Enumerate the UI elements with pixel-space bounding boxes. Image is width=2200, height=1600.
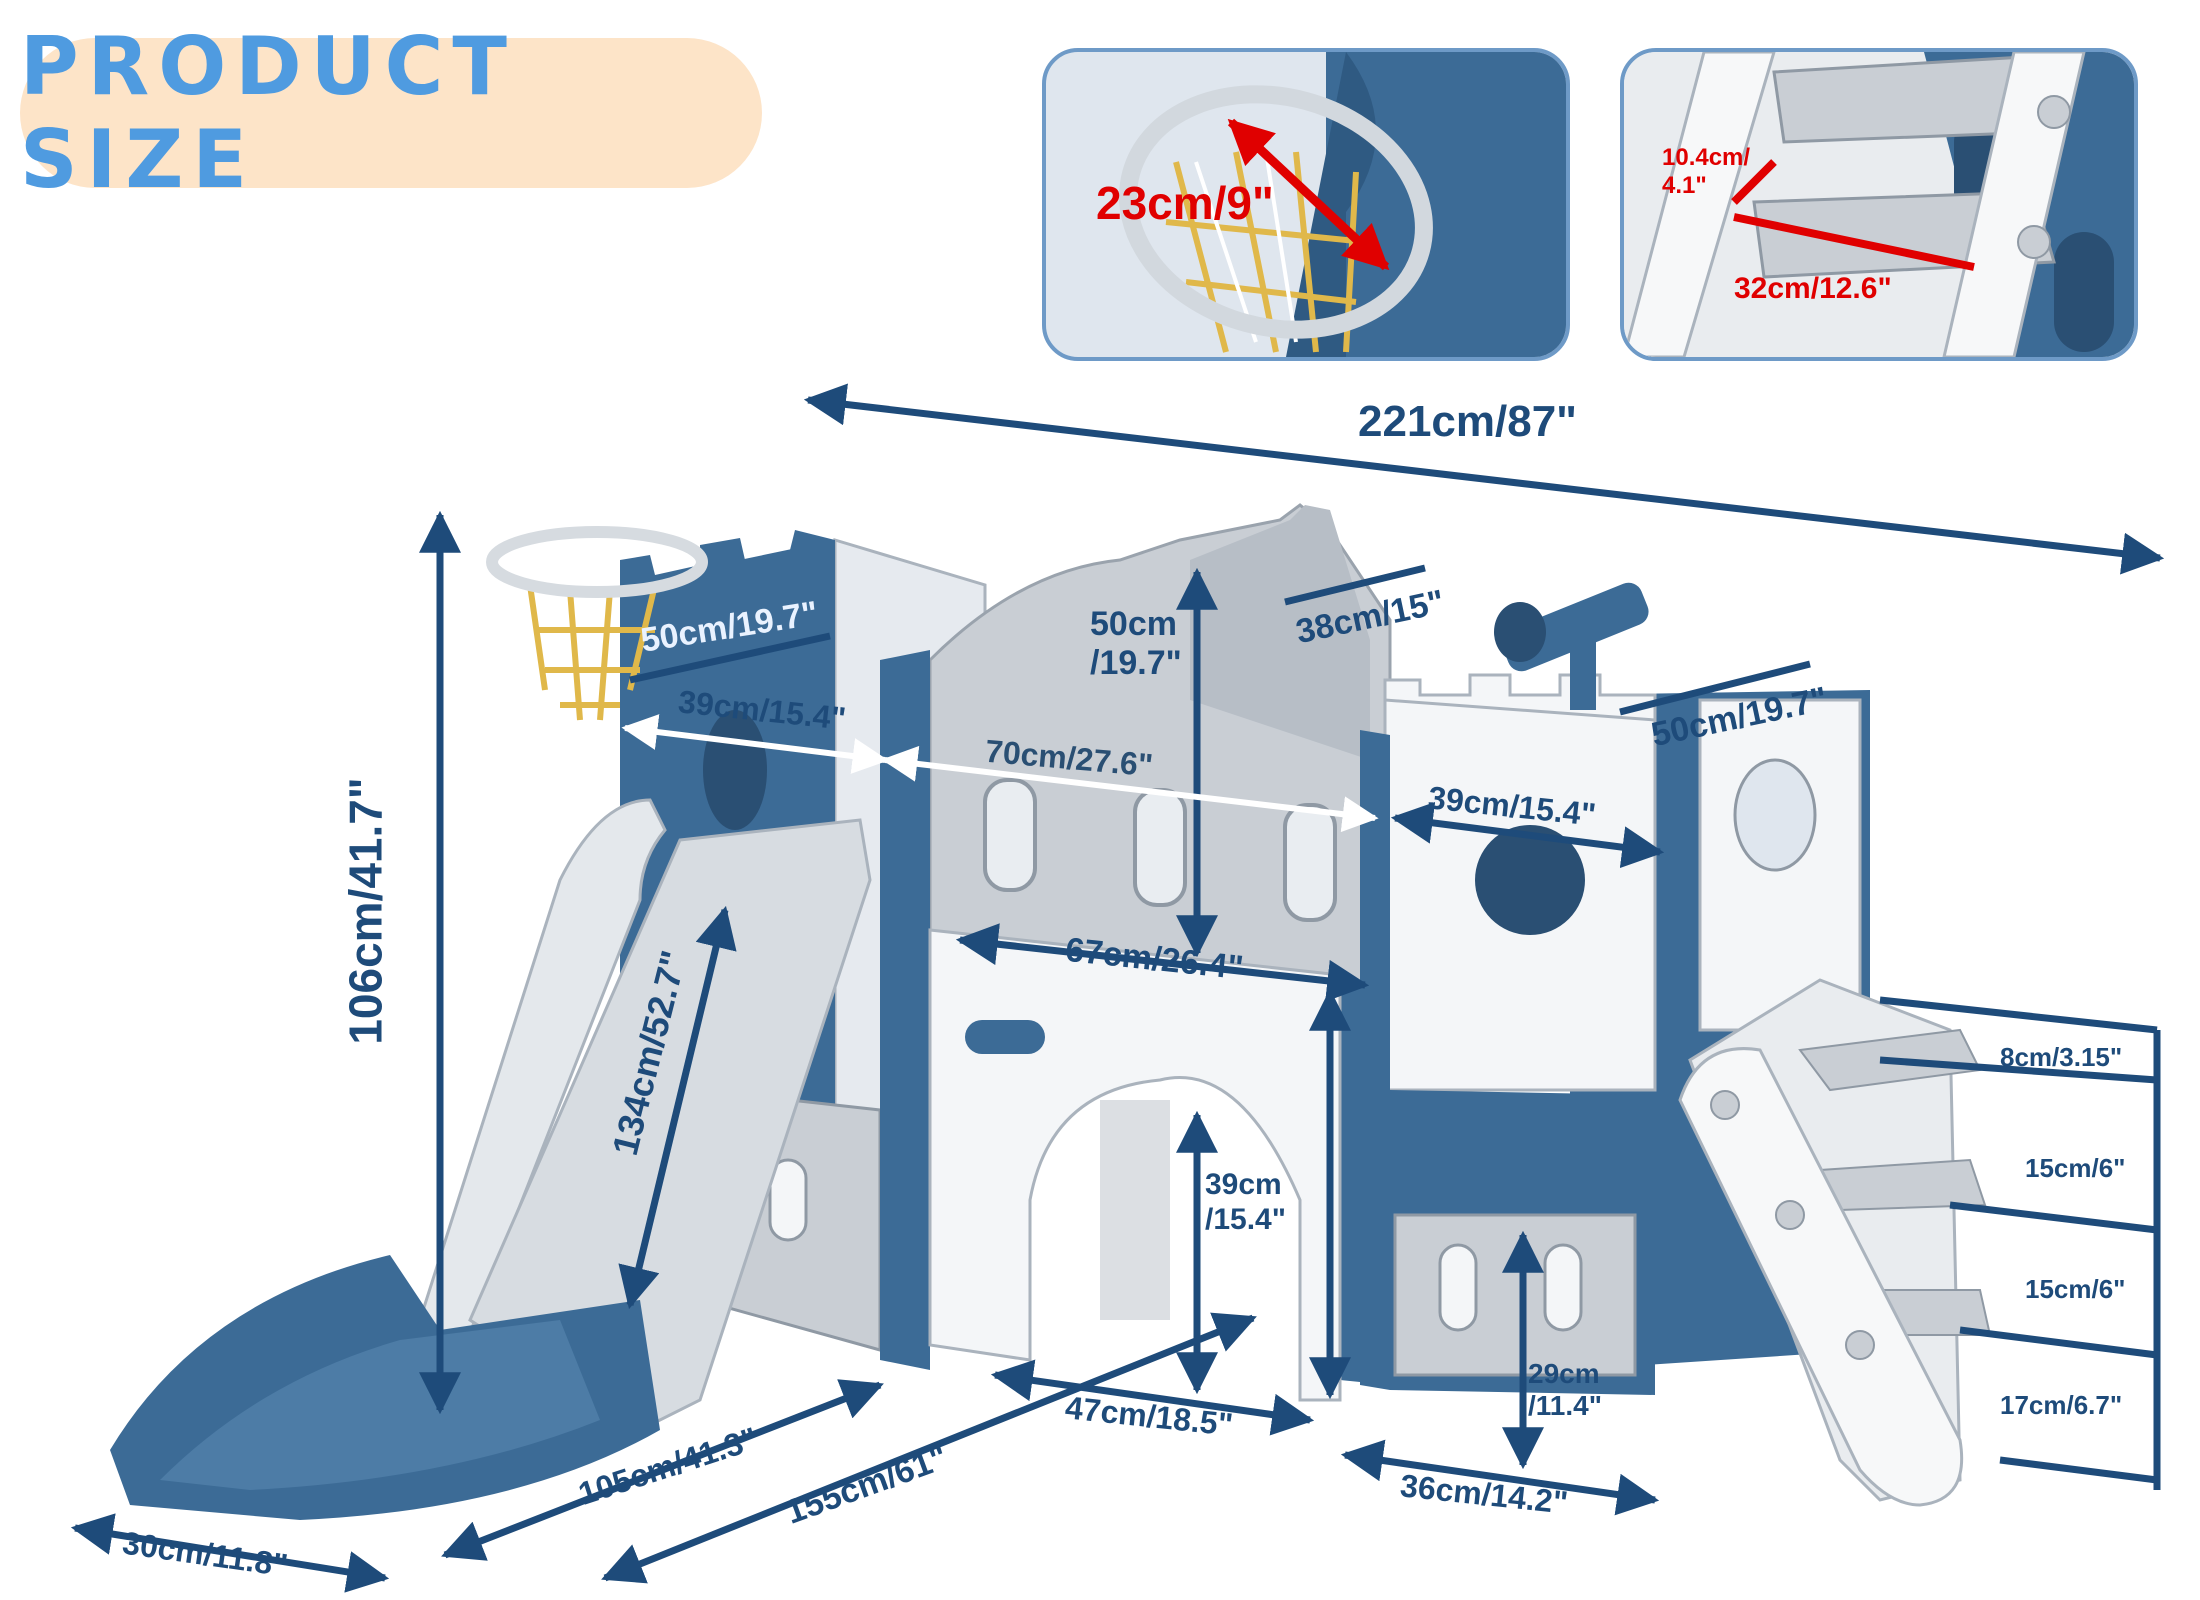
door-height-label: 29cm /11.4" [1528, 1358, 1603, 1422]
right-tower-width-line [1390, 801, 1665, 869]
right-side-window [1733, 758, 1817, 872]
center-span-line [881, 745, 1379, 833]
dimension-lines-light [621, 714, 1379, 833]
right-lower-door [1393, 1213, 1637, 1377]
right-door-slot-1 [1438, 1243, 1478, 1332]
step-width-label: 32cm/12.6" [1734, 272, 1892, 305]
slide-width-line [70, 1513, 390, 1593]
step-2-leader [1879, 1056, 2158, 1084]
step-width-line [1733, 213, 1975, 271]
step-2-label: 15cm/6" [2025, 1153, 2126, 1183]
playset [110, 503, 1992, 1520]
center-window-2 [1133, 788, 1187, 907]
step-height-label: 10.4cm/ 4.1" [1662, 144, 1751, 199]
hoop-diameter-label: 23cm/9" [1096, 177, 1274, 229]
center-window-3 [1283, 803, 1337, 922]
center-panel-width-line [955, 923, 1370, 1002]
right-tower-side-panel [1698, 698, 1862, 1032]
slide-length-line [618, 905, 737, 1310]
right-door-slot-2 [1543, 1243, 1583, 1332]
overall-length-line [803, 383, 2165, 575]
left-tower-window [703, 710, 767, 830]
ladder-inset: 10.4cm/ 4.1" 32cm/12.6" [1620, 48, 2138, 361]
center-window-1 [983, 778, 1037, 892]
step-4-label: 17cm/6.7" [2000, 1390, 2123, 1420]
arch-height-label: 39cm /15.4" [1205, 1168, 1286, 1236]
overall-height-label: 106cm/41.7" [339, 777, 392, 1045]
ladder-rail [1678, 1047, 1964, 1507]
basketball-hoop-icon [486, 526, 708, 721]
dimension-lines [70, 383, 2165, 1593]
product-size-badge: PRODUCT SIZE [20, 20, 762, 206]
step-3-leader [1949, 1201, 2158, 1234]
left-tower-width-line [621, 714, 889, 774]
left-lower-slot [768, 1158, 808, 1242]
arch-width-line [990, 1359, 1315, 1436]
step-3-label: 15cm/6" [2025, 1274, 2126, 1304]
hoop-inset: 23cm/9" [1042, 48, 1570, 361]
roof-width-line [1284, 564, 1426, 606]
step-1-label: 8cm/3.15" [2000, 1042, 2123, 1072]
step-4-leader [1959, 1326, 2158, 1359]
center-height-label: 50cm /19.7" [1090, 605, 1182, 683]
badge-label: PRODUCT SIZE [20, 20, 516, 206]
center-panel-slot [965, 1020, 1045, 1054]
left-tower-battlement [620, 530, 835, 585]
ladder [1678, 978, 1992, 1507]
step-1-leader [1879, 996, 2158, 1034]
right-tower-depth-line [1619, 660, 1811, 716]
slide [110, 798, 872, 1520]
arch-inner-column [1100, 1100, 1170, 1320]
step-height-line [1731, 159, 1777, 205]
left-tower-depth-line [629, 632, 831, 684]
hoop-diameter-line [1227, 118, 1390, 271]
step-5-leader [1999, 1456, 2158, 1484]
right-base-width-line [1340, 1439, 1660, 1516]
telescope-icon [1494, 582, 1649, 710]
overall-length-label: 221cm/87" [1358, 397, 1578, 446]
right-tower-left-pillar [1360, 730, 1390, 1390]
